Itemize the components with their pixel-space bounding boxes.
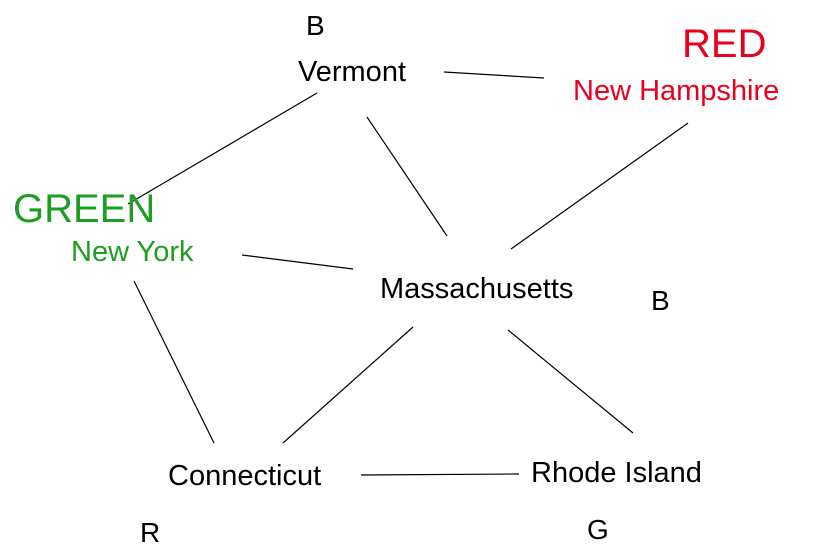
color-mark-vermont: B — [306, 10, 325, 41]
color-mark-new-hampshire: RED — [682, 22, 767, 66]
node-vermont: Vermont — [298, 56, 406, 88]
edge-new-york-massachusetts — [241, 254, 354, 270]
color-mark-new-york: GREEN — [13, 187, 156, 231]
color-mark-connecticut: R — [140, 517, 161, 548]
node-rhode-island: Rhode Island — [531, 457, 702, 489]
node-connecticut: Connecticut — [168, 460, 322, 492]
edge-vermont-new-hampshire — [443, 71, 545, 79]
edge-new-hampshire-massachusetts — [510, 122, 689, 250]
edge-connecticut-rhode-island — [360, 473, 520, 476]
color-mark-rhode-island: G — [587, 514, 609, 545]
edge-vermont-new-york — [127, 92, 318, 205]
edge-massachusetts-connecticut — [282, 326, 414, 444]
node-massachusetts: Massachusetts — [380, 273, 574, 305]
edge-vermont-massachusetts — [366, 116, 448, 237]
color-mark-massachusetts: B — [651, 285, 670, 316]
edge-new-york-connecticut — [133, 280, 215, 444]
edge-massachusetts-rhode-island — [507, 329, 634, 434]
node-new-hampshire: New Hampshire — [573, 75, 780, 107]
node-new-york: New York — [71, 236, 194, 268]
